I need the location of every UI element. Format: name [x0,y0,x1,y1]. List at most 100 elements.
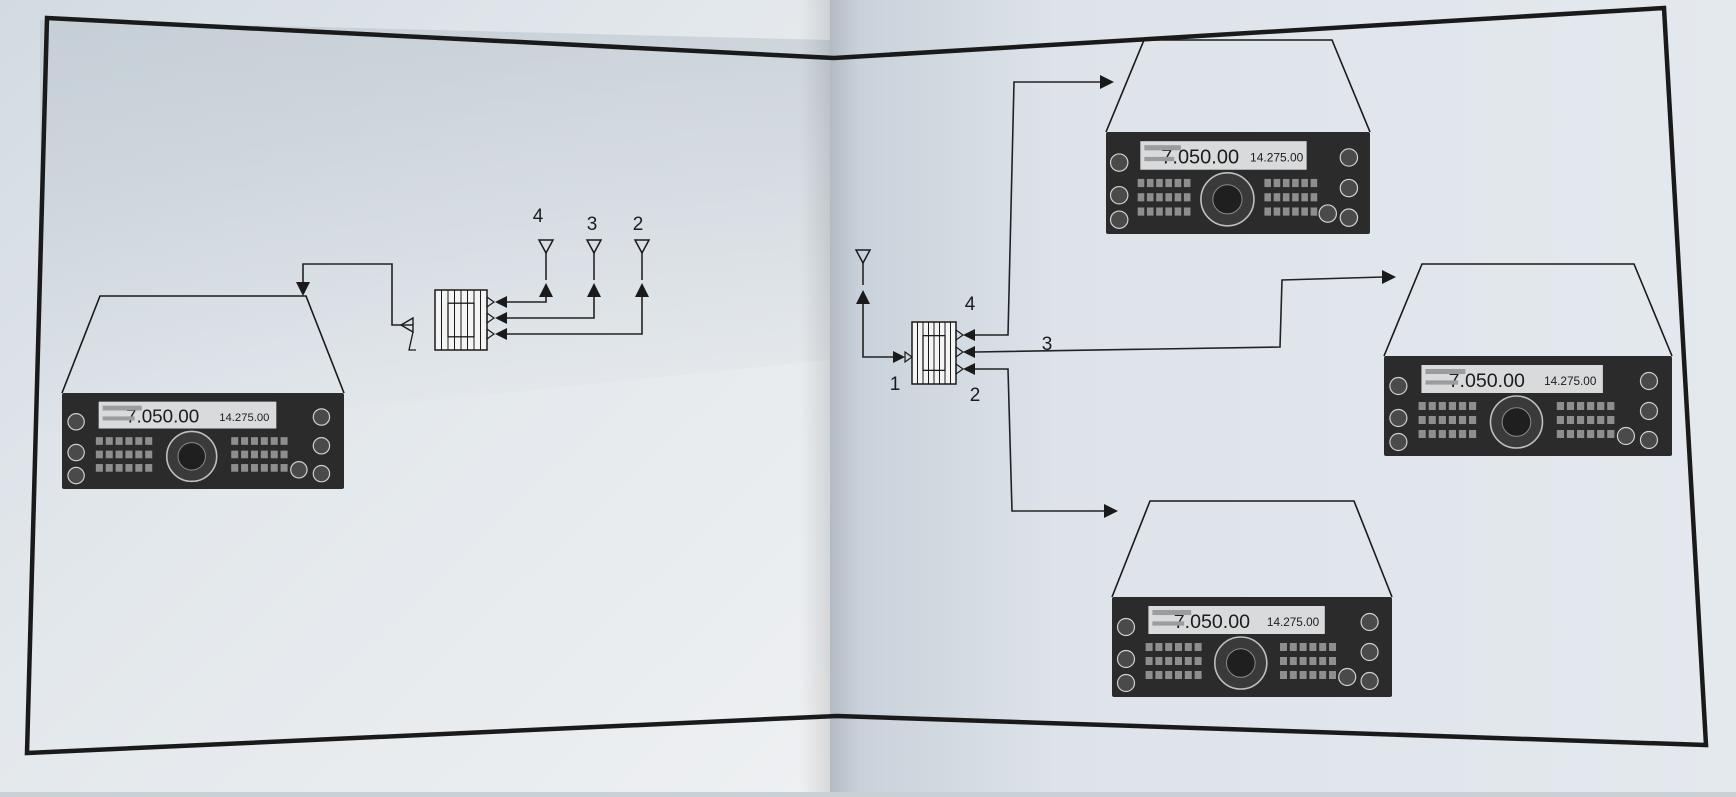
radio-button [1438,402,1446,410]
radio-button [1301,178,1308,188]
antenna-2-line [507,297,643,335]
radio-knob [1116,649,1136,669]
arrow-icon [495,296,507,308]
radio-button [270,450,278,459]
radio-button [1165,207,1172,216]
port-connector-icon [955,345,965,359]
radio-button [1282,193,1290,202]
radio-button [1309,671,1317,679]
radio-button [1165,643,1173,651]
radio-button [1587,416,1595,424]
antenna-3-line [507,297,595,319]
radio-button [1145,643,1153,651]
radio-button [115,437,123,445]
radio-button [1292,178,1299,188]
antenna-label-2: 2 [633,214,644,235]
radio-button [1280,643,1287,651]
radio-button [95,437,103,445]
radio-knob [1360,642,1379,662]
radio-button [1155,671,1163,679]
antenna-main-icon [854,249,872,285]
radio-knob [67,413,85,431]
radio-knob [67,466,85,485]
radio-button [1145,657,1153,665]
radio-button [1175,657,1182,665]
radio-knob [1109,185,1129,205]
radio-case-outline [61,295,345,394]
antenna-symbol [537,239,555,255]
radio-button [1289,657,1297,665]
radio-button [231,464,239,472]
radio-button [1556,402,1564,410]
radio-button [125,464,133,472]
radio-button [1292,193,1299,202]
radio-button [1428,416,1436,424]
radio-button [1273,193,1281,202]
radio-button [1165,193,1172,202]
radio-knob [1616,426,1636,446]
radio-button [125,450,133,459]
radio-button [1448,416,1456,424]
port-connector-icon [955,362,965,376]
radio-button [115,464,123,472]
radio-button [241,450,249,459]
radio-button [260,450,268,459]
radio-knob-center [1226,648,1256,678]
page-fold [800,0,860,792]
radio-button [1607,430,1615,438]
antenna-main-line [862,304,898,358]
radio-button [1273,178,1281,188]
radio-button [135,464,143,472]
radio-button [1174,193,1182,202]
radio-button [1165,657,1173,665]
radio-button [1282,178,1290,188]
radio-button [1576,416,1585,424]
arrow-icon [893,351,905,363]
radio-button [1156,178,1163,188]
radio-button [1309,657,1317,665]
radio-button [1273,207,1281,216]
radio-display-segment [1144,156,1175,162]
radio-button [1175,671,1182,679]
radio-button [1145,671,1153,679]
radio-button [1301,207,1308,216]
radio-button [280,464,288,472]
radio-button [1146,207,1154,216]
radio-frequency: 7.050.00 [1449,370,1525,392]
antenna-4-icon [537,239,555,280]
radio-button [270,464,278,472]
radio-button [260,464,268,472]
antenna-symbol [633,239,651,255]
radio-button [1146,178,1154,188]
radio-button [1194,671,1202,679]
antenna-3-icon [585,239,603,280]
radio-knob [312,464,331,483]
arrow-icon [296,282,310,296]
radio-button [1576,430,1585,438]
radio-button [1137,178,1145,188]
radio-knob [1339,208,1359,227]
radio-button [1468,430,1477,438]
connector-icon [399,316,414,334]
radio-button [1418,402,1426,410]
radio-button [1587,430,1595,438]
radio-knob [1109,210,1129,229]
radio-button [1184,643,1192,651]
radio-button [1458,430,1467,438]
port-label-1: 1 [890,374,901,395]
radio-knob [1109,153,1129,172]
radio-button [1194,643,1202,651]
radio-button [1183,207,1191,216]
radio-knob [1389,432,1408,452]
radio-button [1448,430,1456,438]
radio-button [145,450,153,459]
radio-button [1556,430,1564,438]
radio-button [105,437,113,445]
radio-knob [1339,178,1359,198]
